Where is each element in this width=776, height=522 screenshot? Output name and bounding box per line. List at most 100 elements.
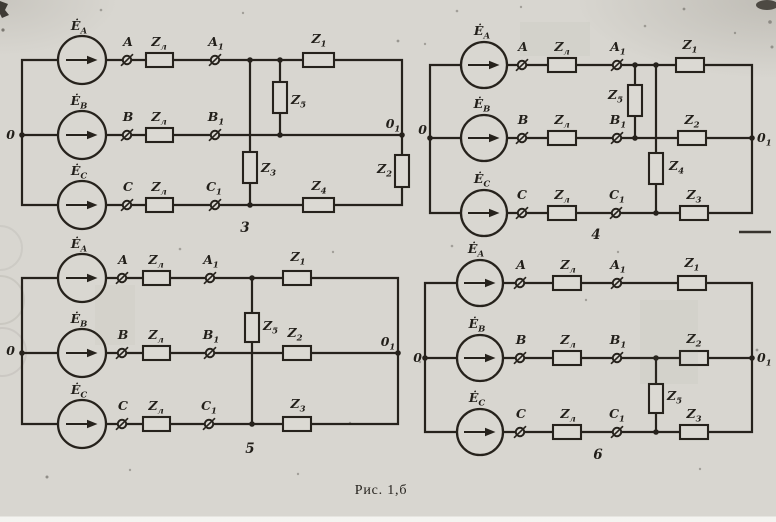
label-phase-b: B [515, 332, 527, 347]
label-node-b1: B1 [609, 332, 627, 351]
impedance-z2 [281, 344, 313, 362]
terminal-a-symbol [513, 276, 527, 290]
label-z5: Z5 [666, 388, 682, 407]
junction-dot [632, 62, 638, 68]
label-z3: Z3 [260, 160, 276, 179]
impedance-zl-c [546, 204, 578, 222]
terminal-c1-symbol [610, 425, 624, 439]
label-source-eb: ĖB [70, 93, 88, 112]
impedance-zl-b [141, 344, 172, 362]
impedance-zl-a [551, 274, 583, 292]
label-z3: Z3 [685, 187, 701, 206]
label-source-ea: ĖA [473, 23, 491, 42]
circuit-6: ĖA ĖB ĖC A B C Zл Zл Zл A1 B1 C1 Z1 Z2 Z… [413, 241, 771, 463]
label-phase-c: C [516, 406, 526, 421]
label-neutral-0: 0 [6, 343, 15, 358]
impedance-zl-a [141, 269, 172, 287]
impedance-z1 [281, 269, 313, 287]
label-neutral-01: 01 [381, 334, 396, 353]
impedance-zl-a [144, 51, 175, 69]
impedance-z1 [676, 274, 708, 292]
scan-speck [584, 298, 588, 302]
impedance-z5 [271, 80, 289, 115]
impedance-zl-b [546, 129, 578, 147]
label-source-eb: ĖB [468, 316, 486, 335]
terminal-b-symbol [120, 128, 134, 142]
scan-blot-top-left [0, 1, 9, 18]
impedance-z3 [241, 150, 259, 185]
label-zl-b: Zл [147, 327, 163, 346]
label-neutral-01: 01 [386, 116, 401, 135]
scan-speck [99, 8, 103, 12]
scan-speck [768, 20, 772, 24]
label-zl-c: Zл [150, 179, 166, 198]
scan-speck [682, 7, 686, 11]
terminal-c-symbol [513, 425, 527, 439]
label-zl-a: Zл [559, 257, 575, 276]
junction-dot [749, 355, 755, 361]
label-z2: Z2 [685, 331, 701, 350]
label-z3: Z3 [685, 406, 701, 425]
impedance-z2 [676, 129, 708, 147]
scan-speck [331, 250, 335, 254]
label-source-eb: ĖB [70, 311, 88, 330]
terminal-b-symbol [513, 351, 527, 365]
circuit-4: ĖA ĖB ĖC A B C Zл Zл Zл A1 B1 C1 Z1 Z2 Z… [418, 23, 771, 243]
label-zl-a: Zл [150, 34, 166, 53]
terminal-b1-symbol [203, 346, 217, 360]
label-source-ea: ĖA [70, 236, 88, 255]
label-phase-a: A [515, 257, 526, 272]
label-source-ea: ĖA [467, 241, 485, 260]
label-node-b1: B1 [609, 112, 627, 131]
scan-blot-top-right [756, 0, 776, 10]
scan-speck [733, 31, 737, 35]
terminal-b1-symbol [208, 128, 222, 142]
junction-dot [632, 135, 638, 141]
scan-speck [755, 348, 759, 352]
bleed-ghost-block [640, 300, 698, 384]
label-source-ec: ĖC [70, 382, 88, 401]
label-zl-b: Zл [553, 112, 569, 131]
label-source-ec: ĖC [473, 171, 491, 190]
label-zl-c: Zл [559, 406, 575, 425]
circuit-5: ĖA ĖB ĖC A B C Zл Zл Zл A1 B1 C1 Z1 Z2 Z… [6, 236, 401, 457]
label-node-a1: A1 [609, 257, 626, 276]
impedance-z1 [301, 51, 336, 69]
impedance-z4 [301, 196, 336, 214]
terminal-a1-symbol [203, 271, 217, 285]
impedance-zl-c [141, 415, 172, 433]
junction-dot [427, 135, 433, 141]
label-zl-b: Zл [559, 332, 575, 351]
label-node-b1: B1 [202, 327, 220, 346]
label-node-a1: A1 [207, 34, 224, 53]
impedance-z3 [281, 415, 313, 433]
circuit-number: 5 [245, 441, 254, 457]
label-phase-a: A [122, 34, 133, 49]
impedance-z5 [647, 382, 665, 415]
label-zl-a: Zл [553, 39, 569, 58]
circuit-number: 4 [591, 227, 600, 243]
junction-dot [277, 132, 283, 138]
label-z2: Z2 [286, 325, 302, 344]
junction-dot [247, 57, 253, 63]
label-zl-c: Zл [147, 398, 163, 417]
scan-speck [616, 250, 620, 254]
scan-speck [423, 42, 427, 46]
label-node-c1: C1 [206, 179, 222, 198]
scan-speck [1, 28, 5, 32]
circuit-4-wires [428, 63, 754, 215]
terminal-a1-symbol [610, 276, 624, 290]
junction-dot [19, 132, 25, 138]
label-neutral-0: 0 [413, 350, 422, 365]
label-z5: Z5 [607, 87, 623, 106]
label-z3: Z3 [289, 396, 305, 415]
impedance-z3 [678, 204, 710, 222]
label-source-ec: ĖC [468, 390, 486, 409]
junction-dot [749, 135, 755, 141]
label-zl-a: Zл [147, 252, 163, 271]
figure-caption: Рис. 1,б [355, 483, 408, 498]
terminal-c1-symbol [208, 198, 222, 212]
label-source-ec: ĖC [70, 163, 88, 182]
junction-dot [653, 210, 659, 216]
